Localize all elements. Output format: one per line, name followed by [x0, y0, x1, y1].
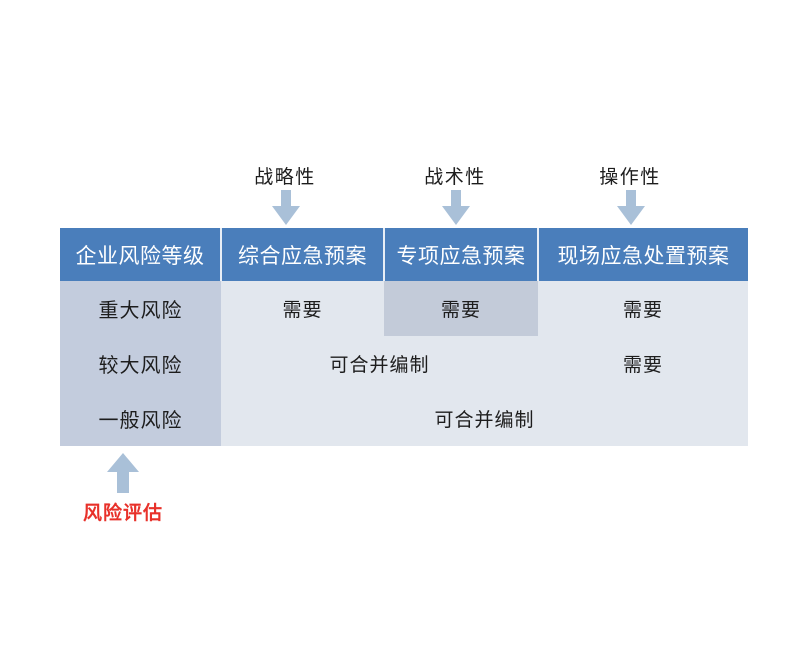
arrow-down-icon	[271, 190, 301, 226]
table-row: 较大风险 可合并编制 需要	[60, 336, 748, 391]
arrow-up-icon	[106, 452, 140, 494]
cell-relatively-major-onsite: 需要	[538, 336, 748, 391]
annotation-label-operational: 操作性	[599, 167, 661, 188]
arrow-down-icon	[441, 190, 471, 226]
column-header-special-plan: 专项应急预案	[384, 228, 539, 281]
column-header-comprehensive-plan: 综合应急预案	[221, 228, 385, 281]
table-row: 重大风险 需要 需要 需要	[60, 281, 748, 336]
annotation-label-risk-assessment: 风险评估	[82, 503, 163, 524]
row-header-major-risk: 重大风险	[60, 281, 221, 336]
cell-relatively-major-merged: 可合并编制	[221, 336, 538, 391]
cell-major-onsite: 需要	[538, 281, 748, 336]
column-header-risk-level: 企业风险等级	[60, 228, 222, 281]
cell-major-comprehensive: 需要	[221, 281, 384, 336]
annotation-label-strategic: 战略性	[254, 167, 316, 188]
row-header-general-risk: 一般风险	[60, 391, 221, 446]
table-row: 一般风险 可合并编制	[60, 391, 748, 446]
cell-general-merged: 可合并编制	[221, 391, 748, 446]
row-header-relatively-major-risk: 较大风险	[60, 336, 221, 391]
column-header-onsite-plan: 现场应急处置预案	[538, 228, 748, 281]
risk-plan-matrix-table: 企业风险等级 综合应急预案 专项应急预案 现场应急处置预案 重大风险 需要 需要…	[60, 228, 748, 446]
annotation-label-tactical: 战术性	[424, 167, 486, 188]
arrow-down-icon	[616, 190, 646, 226]
table-header-row: 企业风险等级 综合应急预案 专项应急预案 现场应急处置预案	[60, 228, 748, 281]
cell-major-special: 需要	[384, 281, 538, 336]
